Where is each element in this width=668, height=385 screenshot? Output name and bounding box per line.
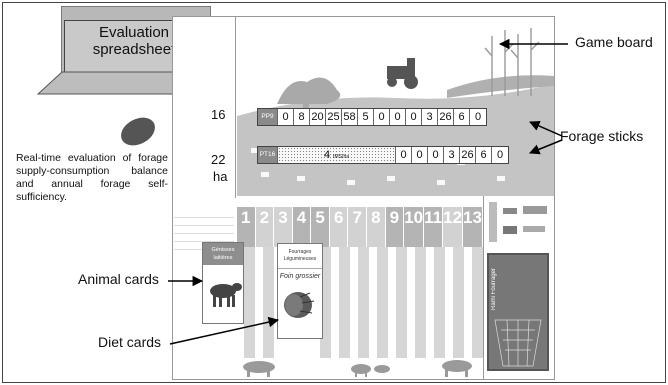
month-stripe <box>396 247 407 358</box>
callout-animal-cards: Animal cards <box>78 271 159 287</box>
stick-tag: PP9 <box>258 109 278 125</box>
month-cell: 9 <box>385 207 405 247</box>
stick-cell: 0 <box>406 109 422 125</box>
cow-icon <box>210 283 242 307</box>
stick-cell: 0 <box>278 109 294 125</box>
stick-cell: 6 <box>454 109 470 125</box>
stick-cell: 8 <box>294 109 310 125</box>
month-cell: 8 <box>367 207 386 247</box>
callout-diet-cards: Diet cards <box>98 334 162 350</box>
month-cell: 11 <box>424 207 444 247</box>
diet-card: Fourrages Légumineuses Foin grossier <box>277 243 323 339</box>
stick-cell: 3 <box>422 109 438 125</box>
stick-cell: 26 <box>460 147 476 163</box>
stick-cell: 0 <box>428 147 444 163</box>
laptop-title: Evaluation spreadsheet <box>92 24 176 58</box>
arrow-forage-stick-1 <box>529 120 563 137</box>
stick-cell: 0 <box>496 149 504 161</box>
animal-card-title: Génisses laitières <box>203 243 243 265</box>
arrow-diet-cards <box>169 316 280 345</box>
callout-forage-sticks: Forage sticks <box>560 128 644 144</box>
poster-grid-icon <box>494 319 542 367</box>
animals-band <box>243 360 472 377</box>
month-cell: 2 <box>255 207 275 247</box>
row2-area: 22 <box>211 152 226 167</box>
stick-cell: 0 <box>396 147 412 163</box>
month-cell: 6 <box>329 207 349 247</box>
stick-cell: 58 <box>342 109 358 125</box>
month-stripe <box>453 247 464 358</box>
forage-stick-1: PP9 0 8 20 25 58 5 0 0 0 3 26 6 0 <box>257 108 487 126</box>
stick-cell: 3 <box>444 147 460 163</box>
month-stripe <box>472 247 483 358</box>
board-right-panel <box>483 196 554 380</box>
diet-card-name: Foin grossier <box>279 273 321 280</box>
month-cell: 10 <box>404 207 425 247</box>
month-stripe <box>434 247 445 358</box>
month-stripe <box>339 247 350 358</box>
month-stripe <box>358 247 369 358</box>
month-cell: 7 <box>348 207 368 247</box>
arrow-forage-stick-2 <box>529 139 563 155</box>
month-cell: 5 <box>311 207 330 247</box>
month-stripe <box>244 247 255 358</box>
callout-game-board: Game board <box>575 34 653 50</box>
board-left-strip <box>172 16 236 198</box>
stick-cell: 6 <box>476 147 492 163</box>
area-unit: ha <box>213 169 228 184</box>
month-stripe <box>377 247 388 358</box>
stick-cell: 25 <box>326 109 342 125</box>
month-cell: 1 <box>237 207 256 247</box>
month-stripe <box>263 247 274 358</box>
merged-value: 4 <box>323 149 331 161</box>
stick-cell: 0 <box>412 147 428 163</box>
forage-stick-2: PT16 4 tMS/ha 0 0 0 3 26 6 0 <box>257 146 509 164</box>
evaluation-description: Real-time evaluation of forage supply-co… <box>16 152 168 203</box>
partner-logos <box>489 202 547 242</box>
month-cell: 13 <box>463 207 483 247</box>
stick-cell: 5 <box>358 109 374 125</box>
month-cell: 4 <box>292 207 312 247</box>
row1-area: 16 <box>211 107 226 122</box>
month-stripe <box>415 247 426 358</box>
merged-unit: tMS/ha <box>333 154 350 160</box>
month-cell: 12 <box>443 207 464 247</box>
stick-merged-cell: 4 tMS/ha <box>278 147 396 163</box>
stick-tag: PT16 <box>258 147 278 163</box>
hay-icon <box>284 292 315 318</box>
stick-cell: 26 <box>438 109 454 125</box>
diet-card-category: Fourrages Légumineuses <box>278 244 322 269</box>
stick-cell: 0 <box>474 111 482 123</box>
stick-cell: 20 <box>310 109 326 125</box>
month-cell: 3 <box>274 207 293 247</box>
stick-cell: 0 <box>390 109 406 125</box>
stick-cell: 0 <box>374 109 390 125</box>
month-calendar: 1 2 3 4 5 6 7 8 9 10 11 12 13 <box>237 207 483 247</box>
month-stripe <box>320 247 331 358</box>
